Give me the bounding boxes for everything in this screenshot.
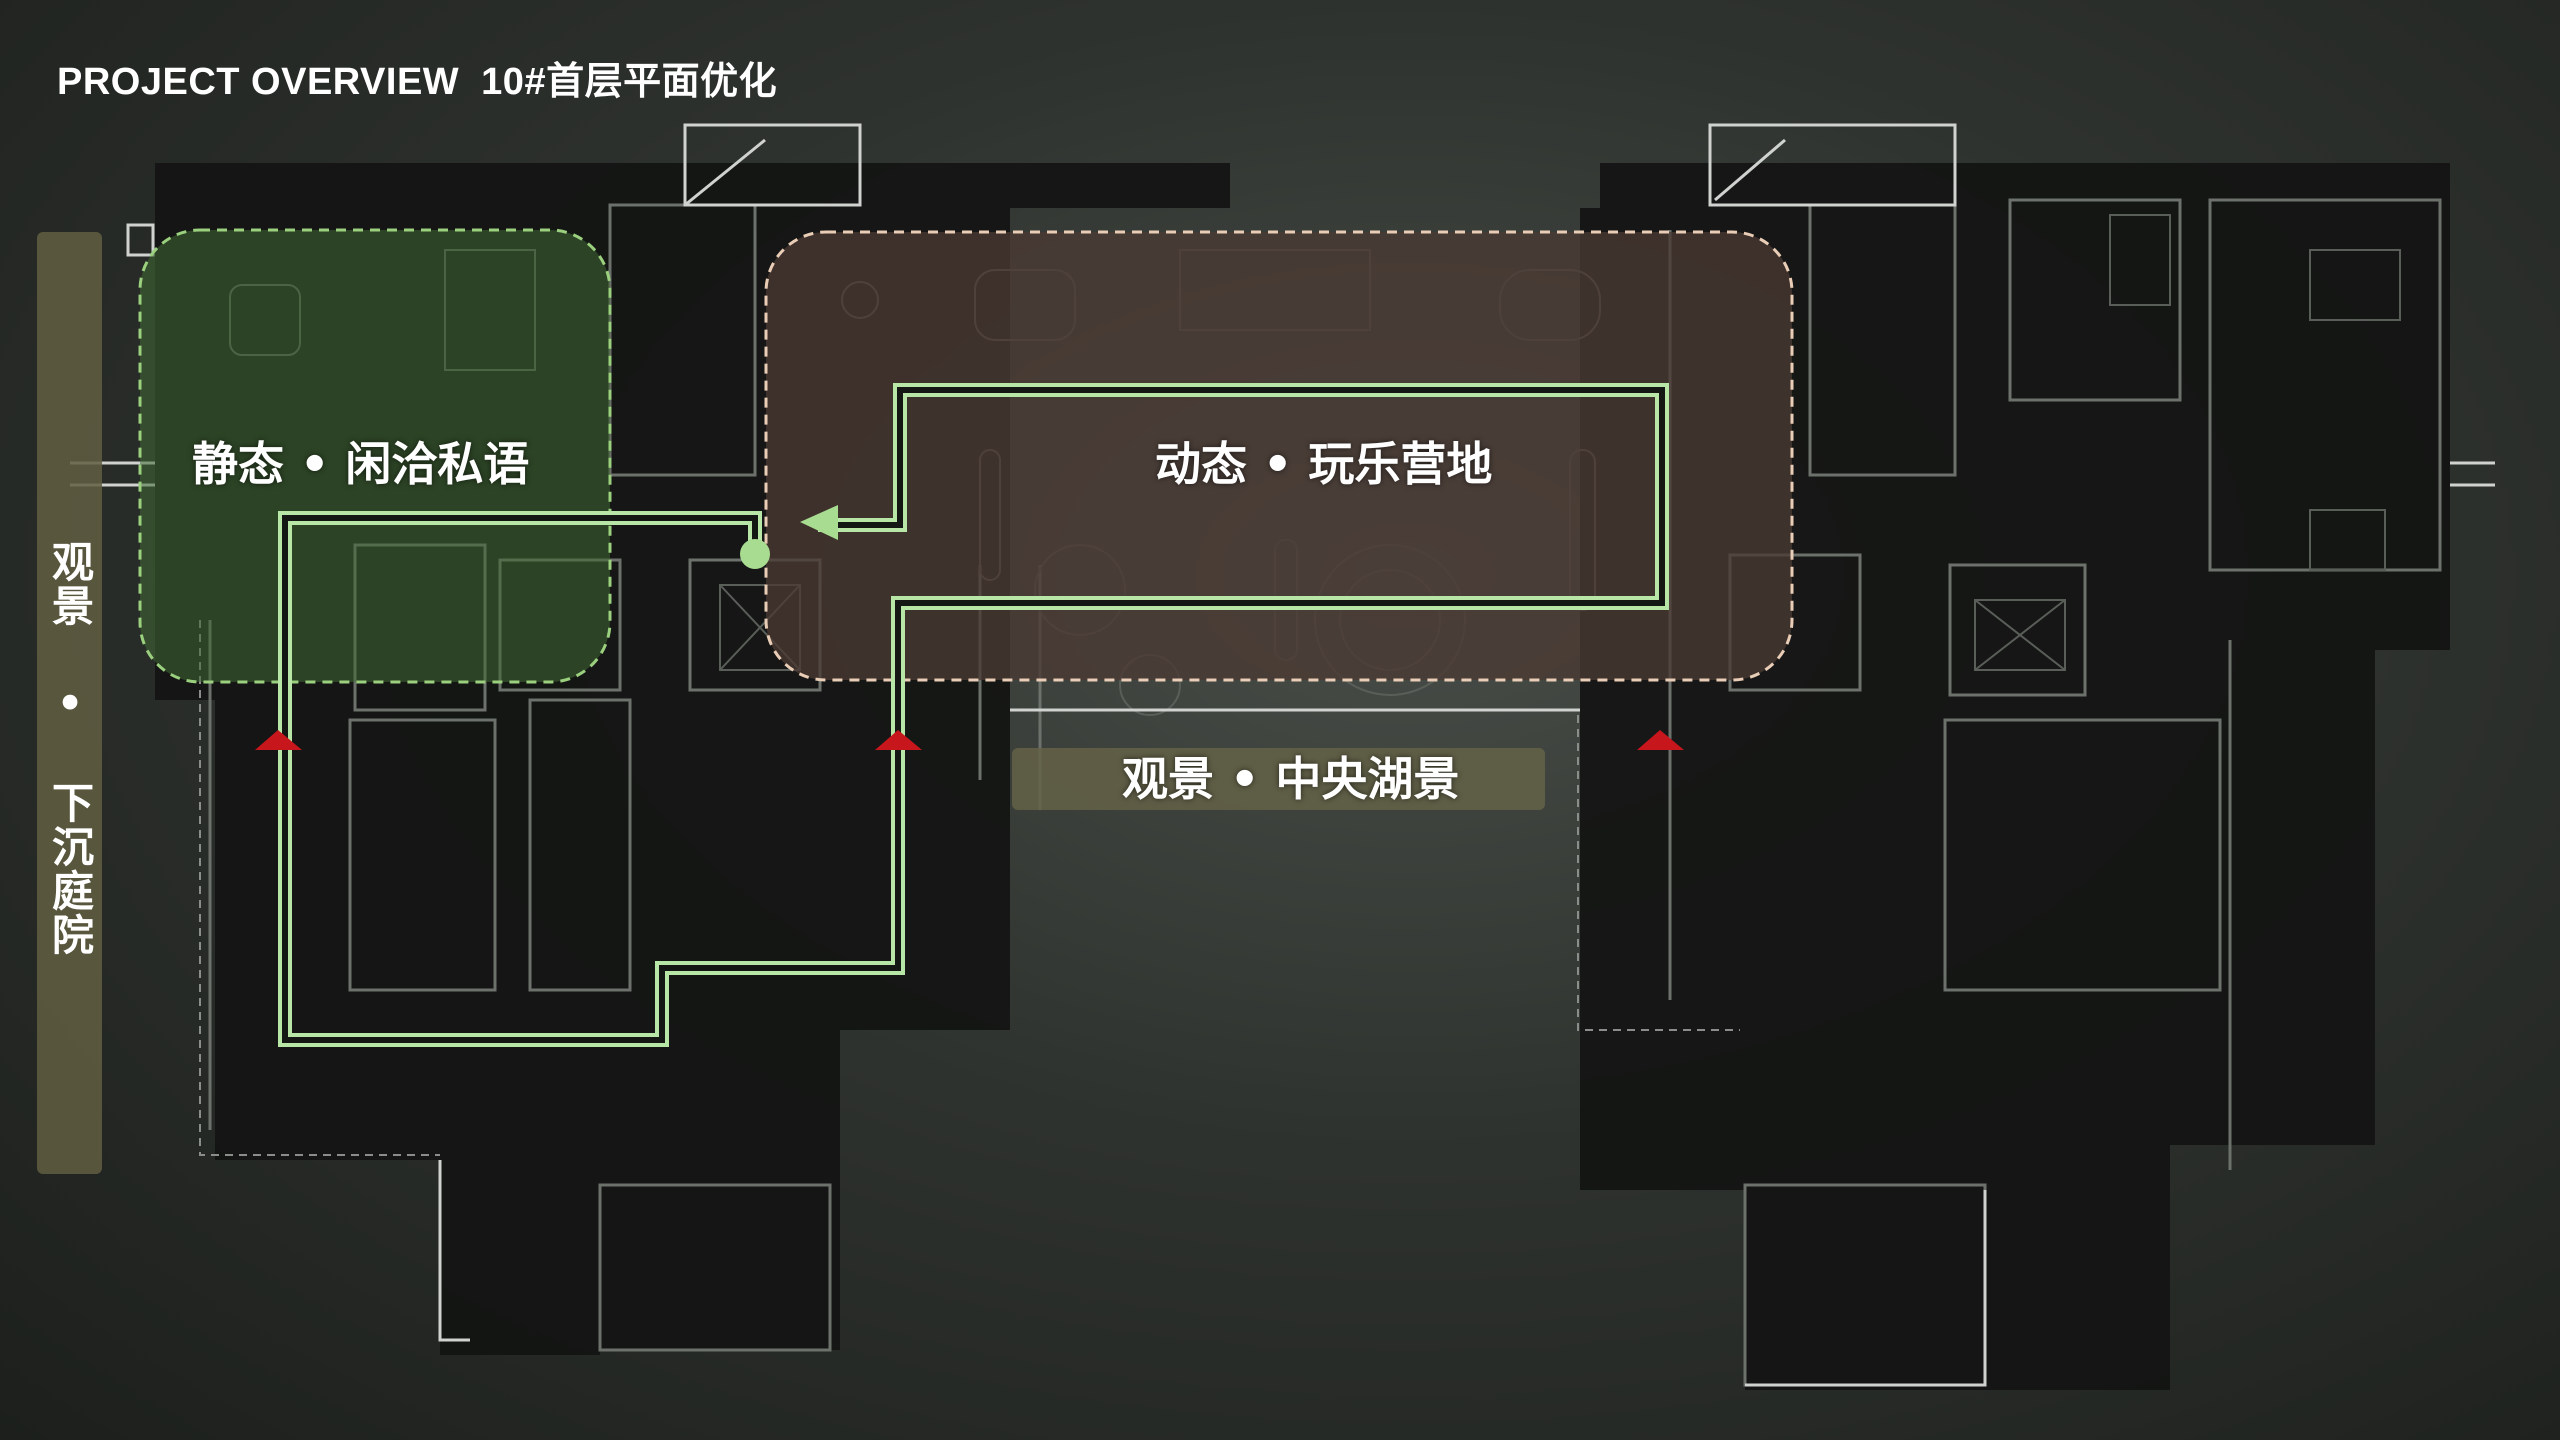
title-sub: 10#首层平面优化	[481, 61, 778, 103]
entry-marker-2	[875, 730, 922, 750]
zone-label-lake: 观景 • 中央湖景	[1122, 752, 1460, 806]
zone-active	[764, 230, 1794, 682]
path-start-dot	[740, 539, 770, 569]
zone-label-quiet: 静态 • 闲洽私语	[192, 437, 530, 491]
page-title: PROJECT OVERVIEW 10#首层平面优化	[57, 50, 777, 105]
outline-dashed	[199, 620, 1740, 1156]
path-end-arrow	[800, 505, 838, 540]
lake-label-box	[1012, 748, 1545, 810]
zone-label-active: 动态 • 玩乐营地	[1155, 437, 1493, 491]
title-main: PROJECT OVERVIEW	[57, 61, 460, 103]
courtyard-label-box	[37, 232, 102, 1174]
building-right	[1580, 163, 2450, 1390]
zone-label-courtyard: 观景 • 下沉庭院	[45, 540, 95, 957]
entry-marker-1	[255, 730, 302, 750]
circulation-path	[278, 383, 1669, 1047]
entry-marker-3	[1637, 730, 1684, 750]
zone-quiet	[138, 228, 612, 684]
